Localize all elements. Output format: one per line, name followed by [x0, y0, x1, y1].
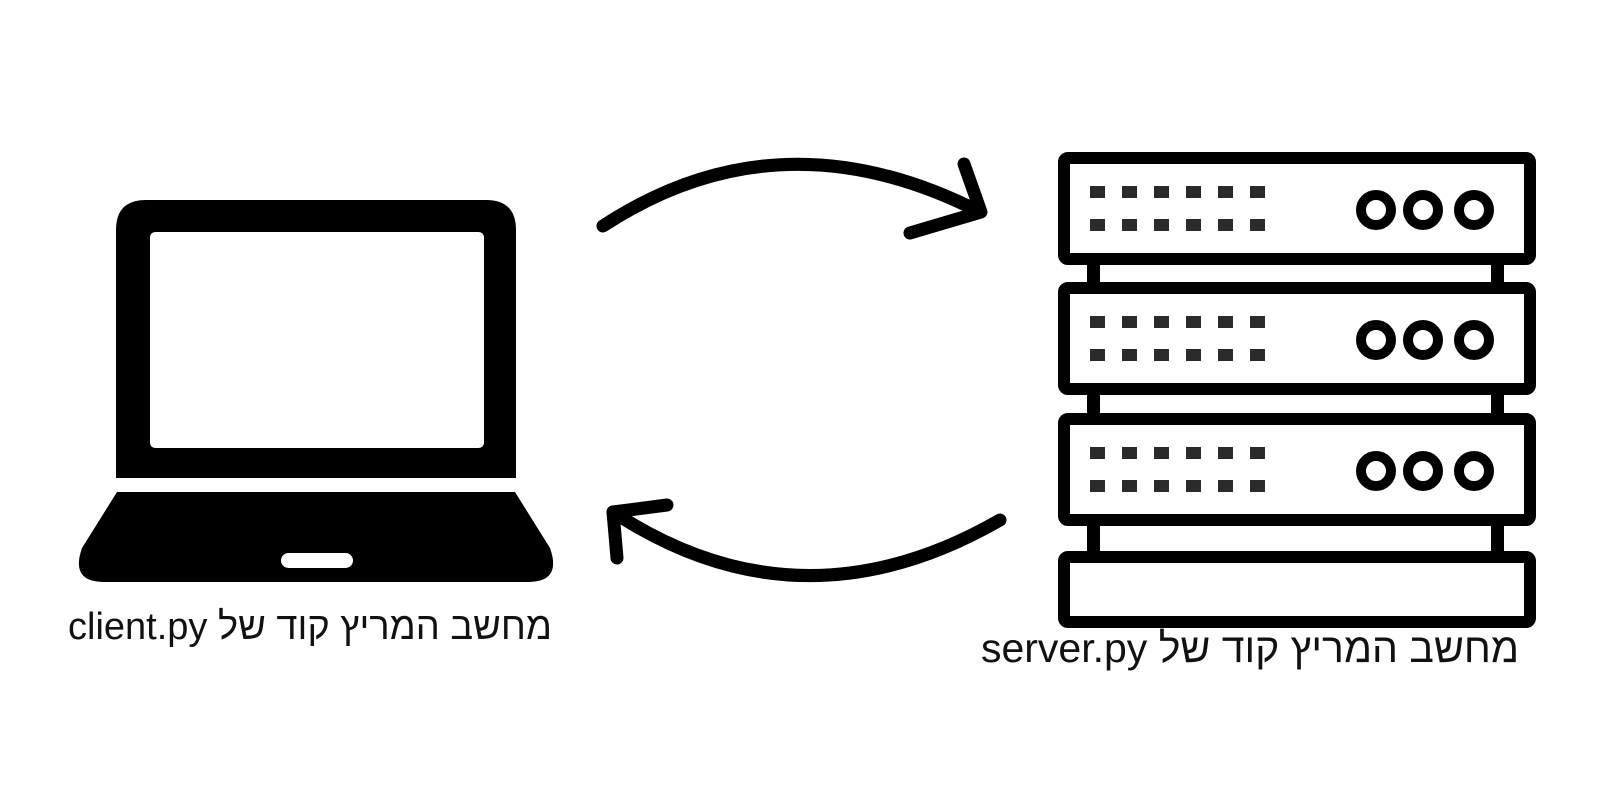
- server-unit-3-lights: [1356, 451, 1494, 491]
- response-arrow-head: [606, 498, 674, 565]
- server-unit-2-ports: [1090, 316, 1265, 361]
- server-rack-base: [1058, 551, 1536, 628]
- client-label: מחשב המריץ קוד של client.py: [68, 606, 552, 648]
- server-unit-1-lights: [1356, 190, 1494, 230]
- request-arrow-curve: [596, 157, 987, 233]
- request-arrow: [596, 157, 988, 240]
- server-unit-1: [1058, 152, 1536, 265]
- response-arrow: [606, 498, 1007, 583]
- server-unit-2: [1058, 282, 1536, 395]
- server-unit-3: [1058, 413, 1536, 526]
- server-unit-2-lights: [1356, 320, 1494, 360]
- server-rack-icon: [1058, 152, 1536, 628]
- laptop-icon: [78, 200, 554, 582]
- laptop-screen-frame: [116, 200, 516, 478]
- laptop-keyboard-base: [78, 492, 554, 582]
- laptop-trackpad: [281, 553, 353, 568]
- response-arrow-curve: [606, 505, 1007, 583]
- request-arrow-head: [903, 157, 988, 240]
- server-unit-3-ports: [1090, 447, 1265, 492]
- server-unit-1-ports: [1090, 186, 1265, 231]
- server-label: מחשב המריץ קוד של server.py: [980, 625, 1520, 671]
